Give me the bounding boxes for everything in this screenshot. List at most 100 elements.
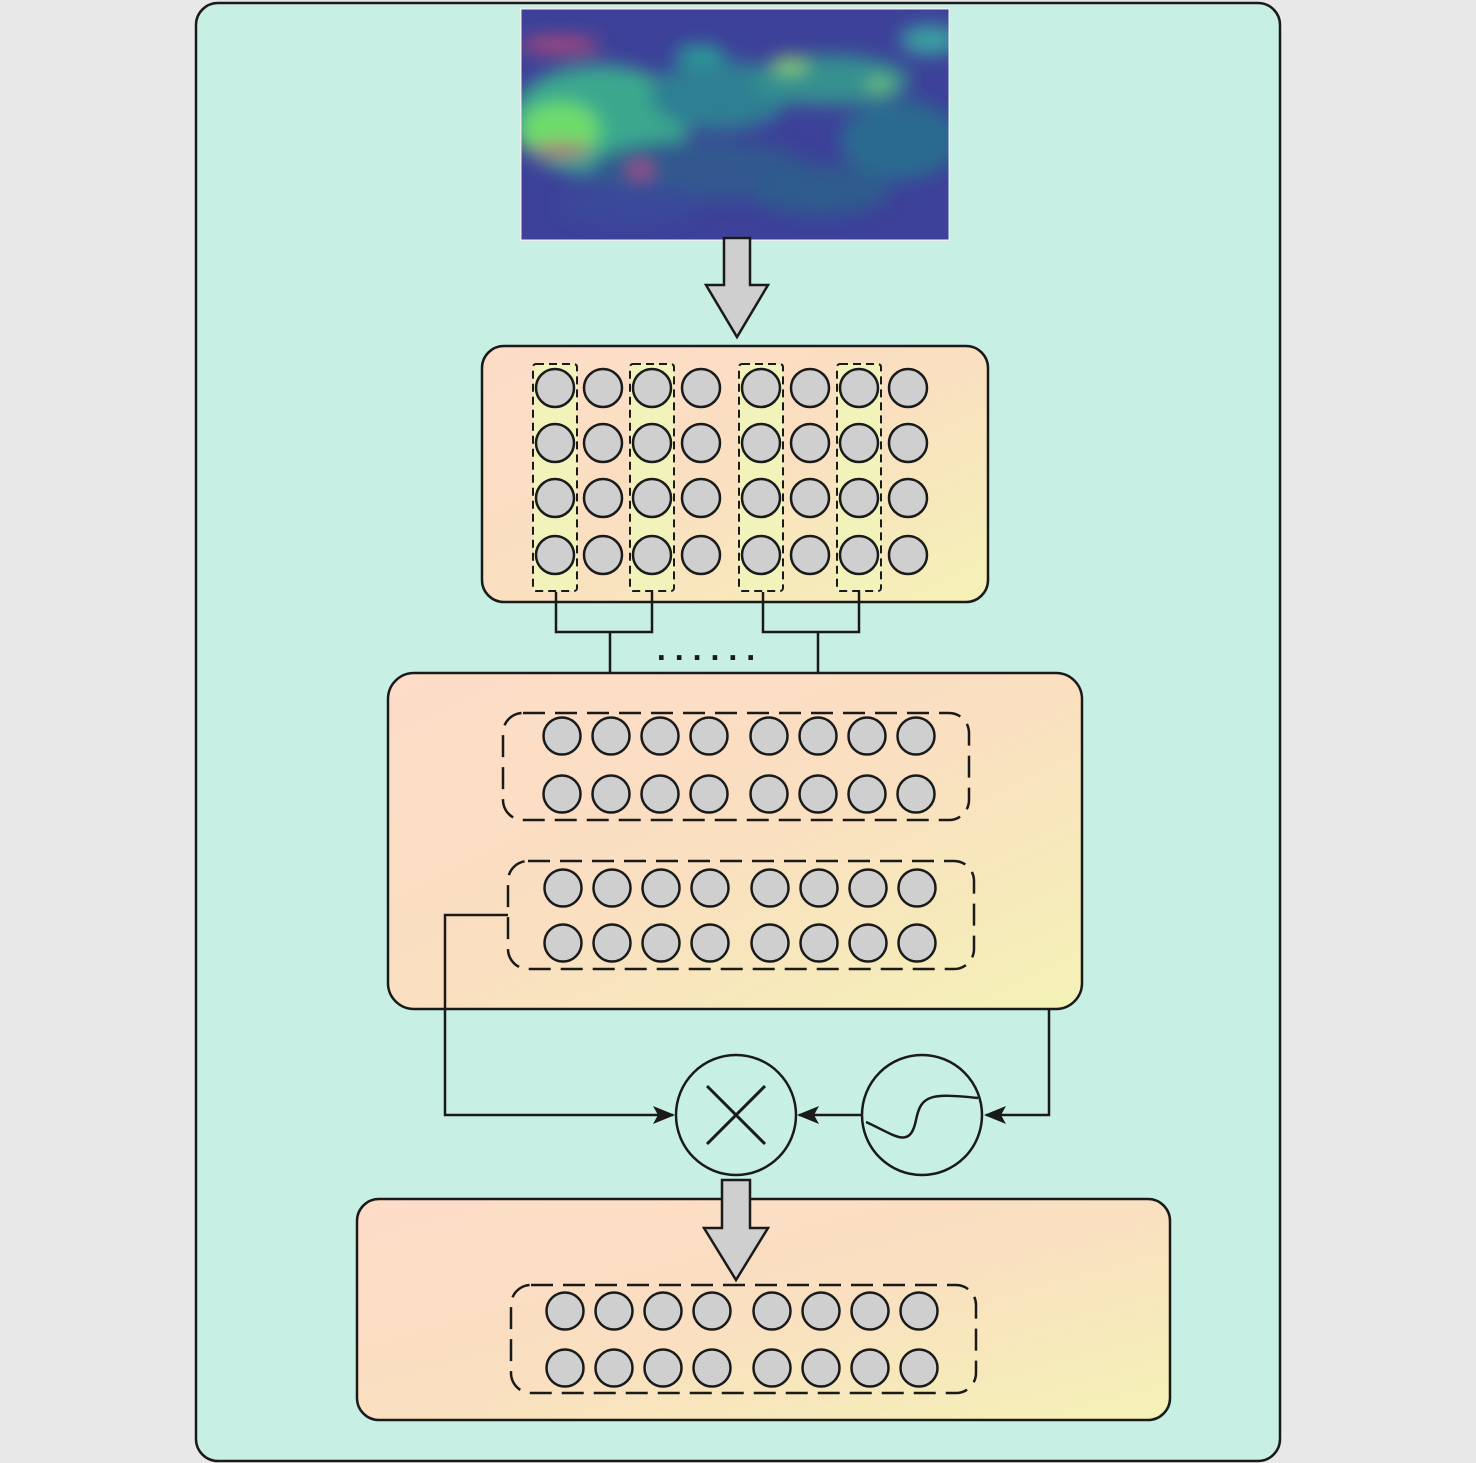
top-node xyxy=(740,534,782,576)
top-node xyxy=(789,422,831,464)
bottom-node xyxy=(801,1291,841,1331)
top-node xyxy=(631,367,673,409)
middle-node xyxy=(542,716,582,756)
flow-arrow-image-to-top-block xyxy=(703,236,771,340)
top-node xyxy=(680,367,722,409)
top-node xyxy=(838,367,880,409)
top-column-group xyxy=(532,363,578,592)
middle-group-2 xyxy=(506,859,976,971)
top-column-group xyxy=(629,363,675,592)
top-node xyxy=(534,534,576,576)
top-node xyxy=(631,422,673,464)
sigmoid-operator xyxy=(860,1053,984,1177)
middle-block-nodes xyxy=(542,716,937,963)
bottom-node xyxy=(545,1348,585,1388)
top-node xyxy=(789,477,831,519)
sigmoid-curve-icon xyxy=(865,1094,979,1139)
middle-node xyxy=(641,868,681,908)
bottom-node xyxy=(692,1291,732,1331)
middle-node xyxy=(799,923,839,963)
ellipsis-label: ...... xyxy=(656,637,763,667)
input-feature-image xyxy=(520,8,950,241)
middle-node xyxy=(542,774,582,814)
top-node xyxy=(740,477,782,519)
middle-node xyxy=(689,716,729,756)
middle-group-1 xyxy=(501,711,971,822)
top-node xyxy=(631,534,673,576)
top-node xyxy=(582,534,624,576)
middle-node xyxy=(847,774,887,814)
top-node xyxy=(838,422,880,464)
top-node xyxy=(631,477,673,519)
top-column-group xyxy=(836,363,882,592)
gate-connectors xyxy=(443,913,1051,1124)
middle-node xyxy=(798,716,838,756)
bottom-node xyxy=(850,1291,890,1331)
middle-block xyxy=(386,671,1084,1011)
middle-node xyxy=(640,774,680,814)
middle-node xyxy=(640,716,680,756)
middle-node xyxy=(591,774,631,814)
bottom-group xyxy=(509,1283,978,1395)
top-node xyxy=(789,367,831,409)
top-block-nodes xyxy=(534,367,929,576)
top-node xyxy=(582,422,624,464)
bottom-node xyxy=(752,1291,792,1331)
middle-node xyxy=(847,716,887,756)
middle-node xyxy=(749,716,789,756)
bottom-node xyxy=(545,1291,585,1331)
top-node xyxy=(887,422,929,464)
bottom-node xyxy=(752,1348,792,1388)
middle-node xyxy=(690,923,730,963)
top-node xyxy=(887,477,929,519)
middle-node xyxy=(750,868,790,908)
bottom-node xyxy=(850,1348,890,1388)
bottom-node xyxy=(899,1348,939,1388)
bottom-node xyxy=(594,1348,634,1388)
middle-node xyxy=(896,716,936,756)
middle-node xyxy=(896,774,936,814)
middle-node xyxy=(749,774,789,814)
bottom-node xyxy=(643,1291,683,1331)
middle-node xyxy=(799,868,839,908)
middle-node xyxy=(543,923,583,963)
flow-arrow-gate-to-bottom-block xyxy=(701,1178,771,1283)
multiply-operator xyxy=(674,1053,798,1177)
top-node xyxy=(534,367,576,409)
bottom-block-nodes xyxy=(545,1291,939,1388)
top-node xyxy=(680,534,722,576)
top-node xyxy=(582,367,624,409)
top-node xyxy=(887,367,929,409)
middle-node xyxy=(848,868,888,908)
bottom-node xyxy=(899,1291,939,1331)
middle-node xyxy=(848,923,888,963)
middle-node xyxy=(592,923,632,963)
bottom-node xyxy=(643,1348,683,1388)
middle-node xyxy=(689,774,729,814)
bottom-node xyxy=(801,1348,841,1388)
top-node xyxy=(680,477,722,519)
bottom-node xyxy=(594,1291,634,1331)
top-node xyxy=(838,534,880,576)
top-node xyxy=(534,477,576,519)
middle-node xyxy=(897,868,937,908)
top-block-column-groups xyxy=(532,363,882,592)
bottom-node xyxy=(692,1348,732,1388)
top-node xyxy=(789,534,831,576)
middle-node xyxy=(798,774,838,814)
middle-node xyxy=(591,716,631,756)
middle-node xyxy=(897,923,937,963)
top-column-group xyxy=(738,363,784,592)
top-node xyxy=(534,422,576,464)
middle-node xyxy=(592,868,632,908)
top-node xyxy=(740,367,782,409)
top-node xyxy=(680,422,722,464)
top-node xyxy=(740,422,782,464)
middle-node xyxy=(750,923,790,963)
top-node xyxy=(887,534,929,576)
middle-node xyxy=(543,868,583,908)
middle-node xyxy=(641,923,681,963)
top-node xyxy=(582,477,624,519)
middle-node xyxy=(690,868,730,908)
